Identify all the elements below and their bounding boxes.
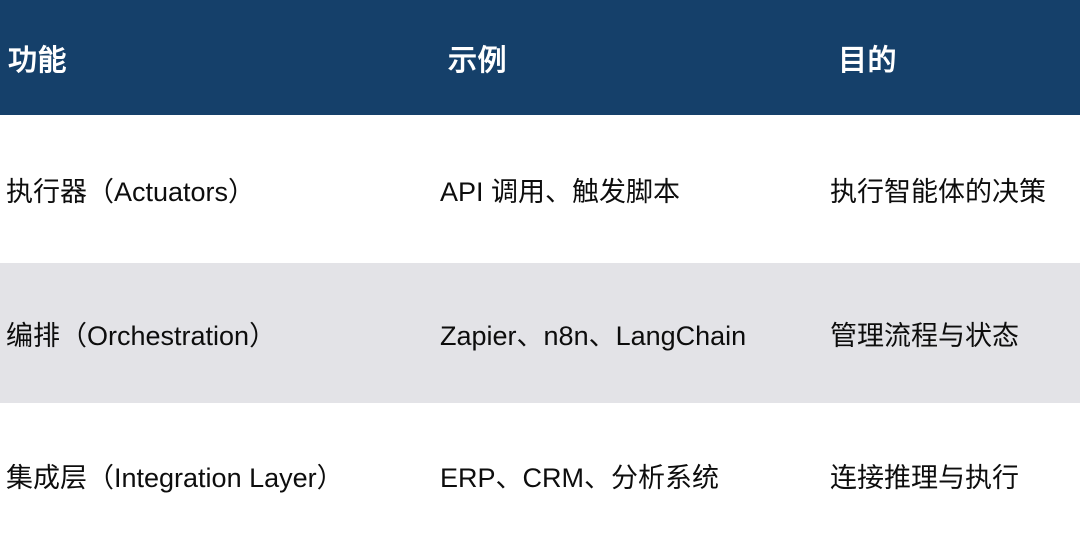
table-header-row: 功能 示例 目的 xyxy=(0,0,1080,115)
table-row: 编排（Orchestration） Zapier、n8n、LangChain 管… xyxy=(0,263,1080,403)
cell-feature: 编排（Orchestration） xyxy=(6,320,277,351)
cell-feature: 集成层（Integration Layer） xyxy=(6,462,344,493)
table-body: 执行器（Actuators） API 调用、触发脚本 执行智能体的决策 编排（O… xyxy=(0,115,1080,547)
cell-example: ERP、CRM、分析系统 xyxy=(440,462,720,493)
column-header-feature: 功能 xyxy=(8,44,68,77)
cell-feature: 执行器（Actuators） xyxy=(6,176,256,207)
cell-purpose: 管理流程与状态 xyxy=(830,320,1019,351)
cell-purpose: 连接推理与执行 xyxy=(830,462,1019,493)
column-header-example: 示例 xyxy=(448,44,508,77)
cell-purpose: 执行智能体的决策 xyxy=(830,176,1046,207)
table-header: 功能 示例 目的 xyxy=(0,0,1080,115)
cell-example: Zapier、n8n、LangChain xyxy=(440,320,747,351)
column-header-purpose: 目的 xyxy=(838,44,898,77)
table-row: 执行器（Actuators） API 调用、触发脚本 执行智能体的决策 xyxy=(0,115,1080,263)
table-row: 集成层（Integration Layer） ERP、CRM、分析系统 连接推理… xyxy=(0,403,1080,547)
cell-example: API 调用、触发脚本 xyxy=(440,176,681,207)
